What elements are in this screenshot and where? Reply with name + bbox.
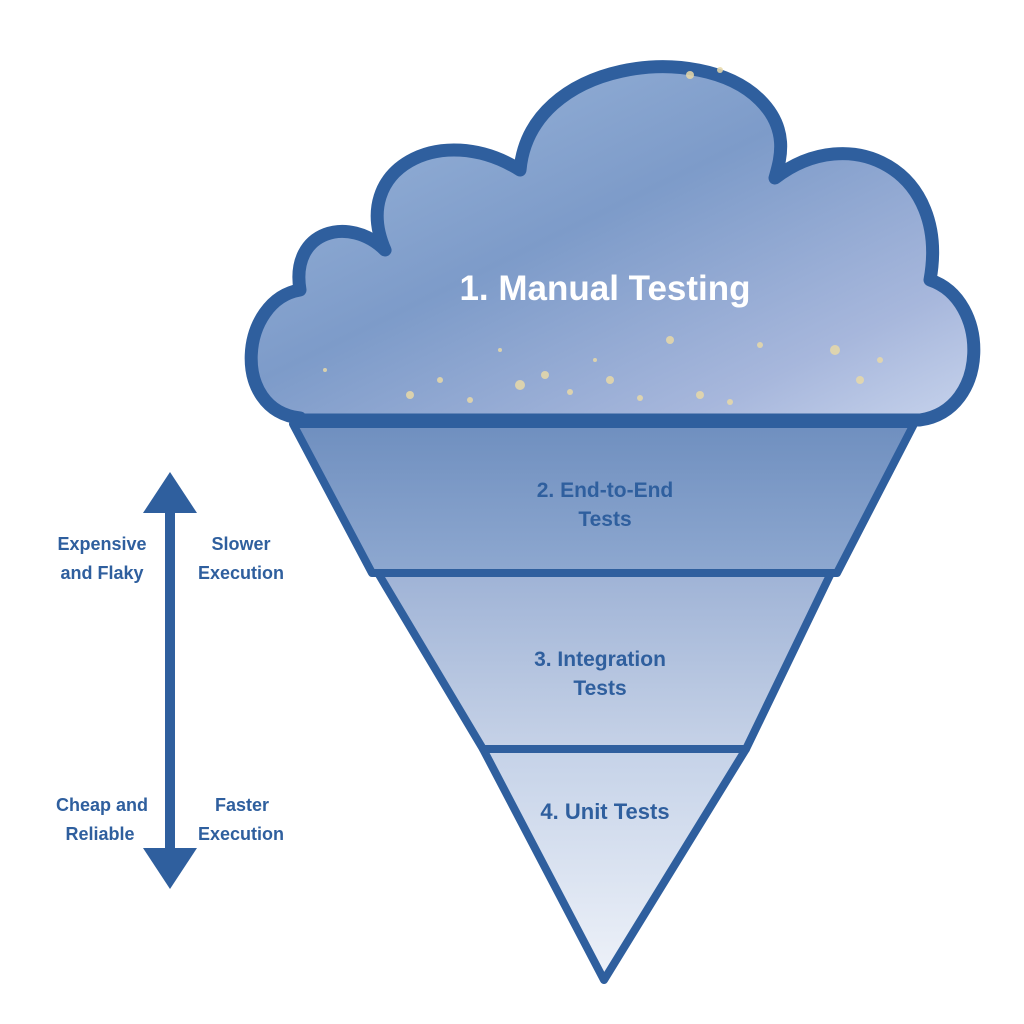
double-headed-vertical-arrow-icon (143, 472, 197, 889)
cheap-label-line2: Reliable (65, 824, 134, 844)
axis-labels: Expensive and Flaky Slower Execution Che… (56, 534, 284, 844)
faster-label-line1: Faster (215, 795, 269, 815)
integration-label-line1: 3. Integration (534, 648, 666, 671)
expensive-label-line1: Expensive (57, 534, 146, 554)
unit-label: 4. Unit Tests (540, 799, 669, 824)
inverted-pyramid: 2. End-to-End Tests 3. Integration Tests… (289, 420, 918, 984)
cloud-speckles (323, 67, 883, 405)
expensive-label-line2: and Flaky (60, 563, 143, 583)
e2e-label-line2: Tests (578, 508, 631, 531)
slower-label-line1: Slower (211, 534, 270, 554)
faster-label-line2: Execution (198, 824, 284, 844)
slower-label-line2: Execution (198, 563, 284, 583)
cheap-label-line1: Cheap and (56, 795, 148, 815)
unit-layer (479, 745, 750, 984)
integration-label-line2: Tests (573, 677, 626, 700)
e2e-label-line1: 2. End-to-End (537, 479, 673, 502)
manual-testing-cloud: 1. Manual Testing (244, 60, 981, 427)
e2e-layer (289, 420, 918, 577)
manual-testing-label: 1. Manual Testing (459, 269, 750, 308)
